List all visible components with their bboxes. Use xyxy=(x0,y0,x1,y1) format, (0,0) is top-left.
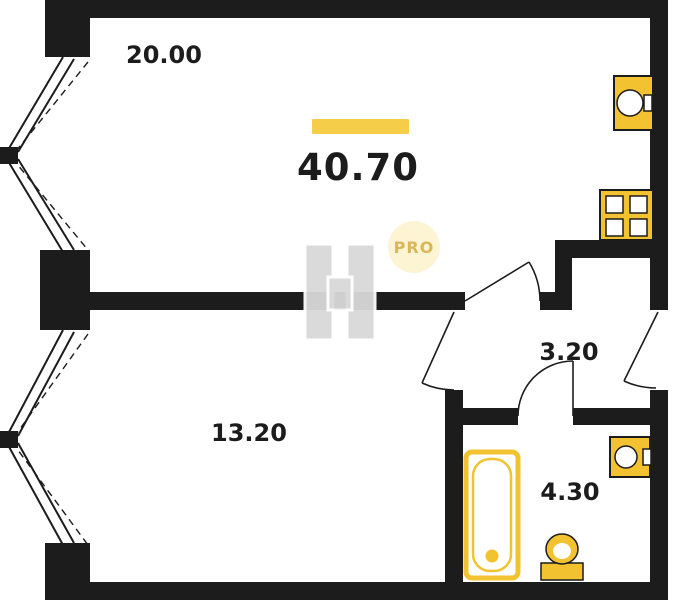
wall-bath-divider-left xyxy=(445,408,518,425)
toilet-icon xyxy=(540,533,584,581)
wall-main-horizontal xyxy=(88,292,465,310)
wall-bedroom-divider xyxy=(445,390,463,582)
wall-middle-left-block xyxy=(40,250,90,330)
total-area-label: 40.70 xyxy=(297,146,419,189)
wall-bath-divider-right xyxy=(573,408,668,425)
door-bedroom-leaf xyxy=(421,311,455,384)
h-logo-watermark xyxy=(303,242,377,342)
room-label-living-kitchen: 20.00 xyxy=(126,41,202,69)
walls xyxy=(0,0,668,600)
kitchen-sink-icon xyxy=(613,75,654,131)
pro-badge-circle xyxy=(388,221,440,273)
wall-bottom xyxy=(88,582,668,600)
windows xyxy=(7,56,89,546)
wall-bottom-left-block xyxy=(45,543,90,600)
door-bathroom-arc xyxy=(517,360,574,417)
doors xyxy=(421,261,659,417)
stove-icon xyxy=(599,189,654,241)
door-living-arc xyxy=(528,261,541,302)
door-entrance-arc xyxy=(623,380,657,389)
wall-right-upper xyxy=(650,18,668,310)
total-area-accent-bar xyxy=(312,119,409,134)
bathtub-icon xyxy=(463,449,521,581)
wall-right-lower xyxy=(650,390,668,600)
room-label-bathroom: 4.30 xyxy=(540,478,599,506)
door-bedroom-arc xyxy=(421,382,455,391)
wall-closet-top xyxy=(555,240,668,258)
pro-badge-label: PRO xyxy=(394,238,435,257)
door-entrance-leaf xyxy=(623,311,659,382)
bathroom-sink-icon xyxy=(609,436,652,478)
pro-badge: PRO xyxy=(388,221,440,273)
room-label-bedroom: 13.20 xyxy=(211,419,287,447)
wall-top xyxy=(90,0,668,18)
wall-top-left-block xyxy=(45,0,90,57)
room-label-hallway: 3.20 xyxy=(539,338,598,366)
door-living-leaf xyxy=(464,261,530,302)
